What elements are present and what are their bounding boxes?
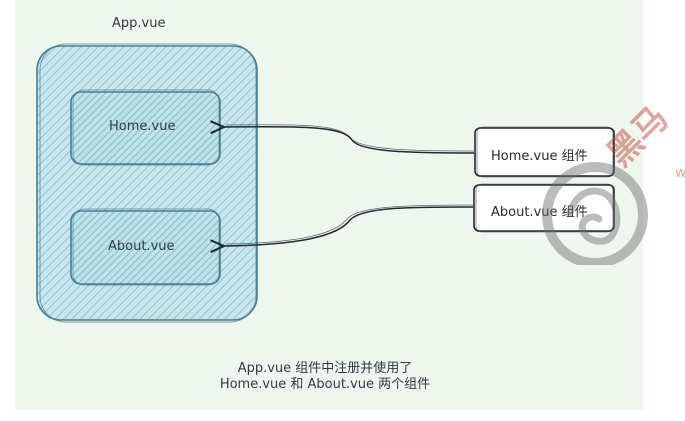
caption-line-2: Home.vue 和 About.vue 两个组件 — [219, 377, 431, 392]
about-component-box — [473, 183, 615, 233]
home-component-rect — [474, 127, 615, 177]
home-box — [70, 89, 221, 166]
about-component-label: About.vue 组件 — [491, 205, 588, 220]
about-label: About.vue — [108, 239, 175, 254]
caption-line-1: App.vue 组件中注册并使用了 — [237, 361, 413, 376]
home-component-label: Home.vue 组件 — [491, 149, 588, 164]
about-component-sketch — [475, 183, 614, 233]
about-arrow — [210, 206, 474, 254]
connectors — [210, 120, 475, 254]
app-label: App.vue — [112, 16, 166, 31]
home-label: Home.vue — [109, 119, 176, 134]
home-component-sketch — [476, 126, 614, 178]
about-arrow-sketch — [225, 204, 474, 245]
app-container-sketch — [39, 43, 257, 323]
home-arrow — [210, 120, 475, 154]
about-component-rect — [473, 184, 615, 232]
home-arrow-sketch — [225, 124, 475, 152]
home-component-box — [474, 126, 615, 178]
